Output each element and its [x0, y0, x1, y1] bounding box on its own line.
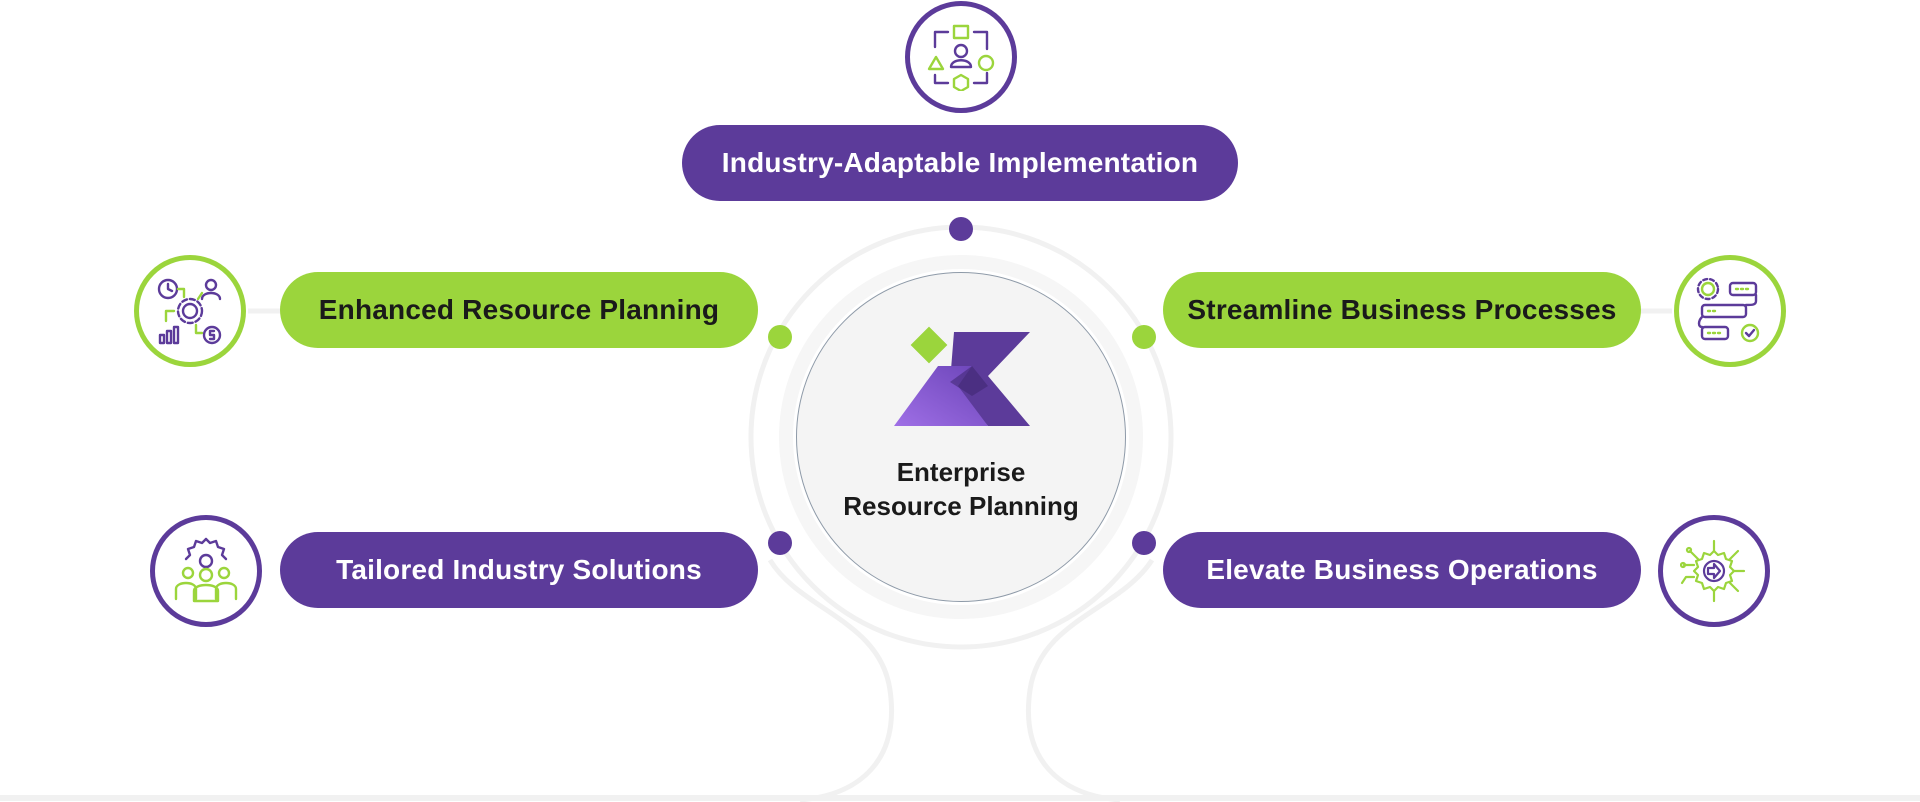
- node-pill-top: Industry-Adaptable Implementation: [682, 125, 1238, 201]
- node-label-right-upper: Streamline Business Processes: [1187, 294, 1617, 325]
- node-label-right-lower: Elevate Business Operations: [1206, 554, 1598, 585]
- connector-dot-left-lower: [768, 531, 792, 555]
- icon-ring-left-upper: [134, 255, 246, 367]
- connector-dot-right-upper: [1132, 325, 1156, 349]
- x-brand-logo-icon: [894, 326, 1030, 426]
- node-pill-left-upper: Enhanced Resource Planning: [280, 272, 758, 348]
- node-pill-left-lower: Tailored Industry Solutions: [280, 532, 758, 608]
- resource-planning-icon: [157, 278, 222, 345]
- node-label-left-lower: Tailored Industry Solutions: [336, 554, 702, 585]
- icon-ring-right-lower: [1658, 515, 1770, 627]
- connector-dot-right-lower: [1132, 531, 1156, 555]
- icon-ring-left-lower: [150, 515, 262, 627]
- icon-ring-right-upper: [1674, 255, 1786, 367]
- center-circle: [796, 272, 1126, 602]
- node-pill-right-upper: Streamline Business Processes: [1163, 272, 1641, 348]
- center-title: Enterprise Resource Planning: [796, 455, 1126, 523]
- node-label-top: Industry-Adaptable Implementation: [721, 147, 1199, 178]
- center-title-line2: Resource Planning: [843, 491, 1079, 521]
- workflow-cycle-icon: [927, 24, 995, 91]
- team-gear-icon: [174, 537, 238, 603]
- connector-dot-top: [949, 217, 973, 241]
- node-label-left-upper: Enhanced Resource Planning: [318, 294, 720, 325]
- connector-dot-left-upper: [768, 325, 792, 349]
- center-title-line1: Enterprise: [896, 457, 1026, 487]
- circuit-arrow-icon: [1680, 539, 1746, 603]
- node-pill-right-lower: Elevate Business Operations: [1163, 532, 1641, 608]
- icon-ring-top: [905, 1, 1017, 113]
- process-flow-icon: [1696, 277, 1760, 343]
